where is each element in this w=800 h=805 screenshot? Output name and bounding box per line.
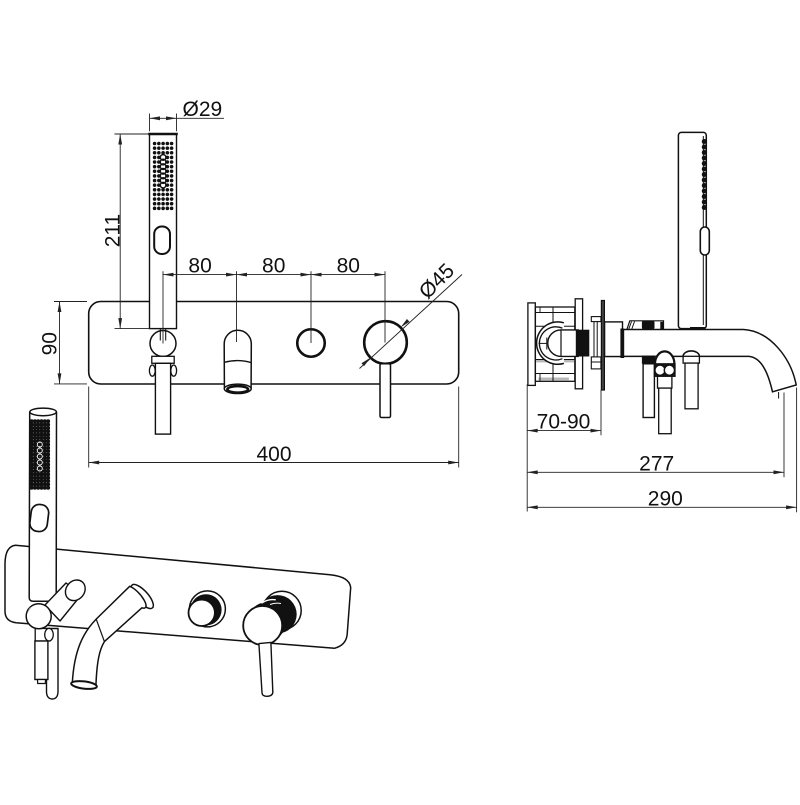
svg-text:80: 80 [188,254,211,277]
svg-text:80: 80 [262,254,285,277]
svg-text:80: 80 [337,254,360,277]
svg-text:211: 211 [102,214,125,247]
svg-text:90: 90 [38,332,61,355]
svg-text:Ø29: Ø29 [183,98,223,121]
svg-text:70-90: 70-90 [537,411,591,434]
svg-text:277: 277 [639,452,674,475]
svg-text:290: 290 [648,487,683,510]
svg-text:400: 400 [256,443,291,466]
